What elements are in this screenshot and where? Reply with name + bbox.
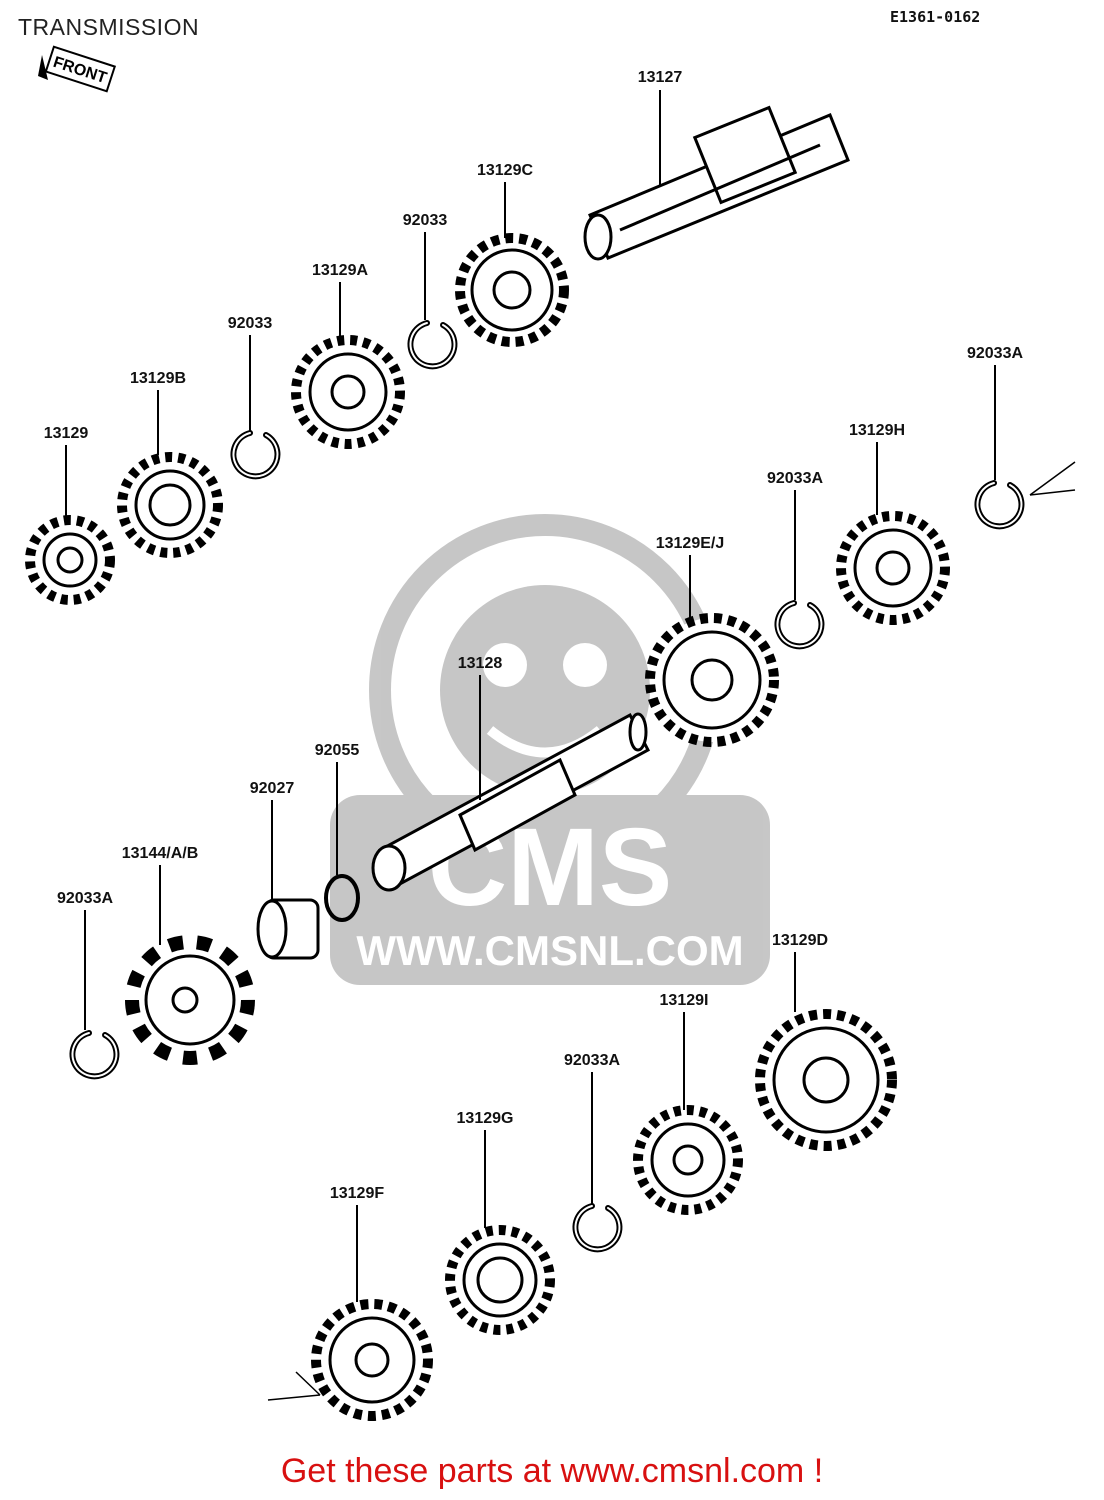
part-labels: 13127 13129C 92033 13129A 92033 13129B 1… (44, 69, 1024, 1202)
circlip-92033a-lower-right[interactable] (575, 1206, 619, 1249)
part-label[interactable]: 13129D (772, 932, 828, 949)
circlip-92033a-lower-left[interactable] (72, 1033, 116, 1076)
circlip-92033a-upper-right[interactable] (977, 483, 1021, 526)
part-label[interactable]: 92033 (403, 212, 448, 229)
part-label[interactable]: 13129C (477, 162, 533, 179)
circlip-92033a-middle[interactable] (777, 603, 821, 646)
part-label[interactable]: 92055 (315, 742, 360, 759)
circlip-92033-lower[interactable] (233, 433, 277, 476)
sprocket-13144ab[interactable] (125, 935, 255, 1065)
footer-cta-link[interactable]: Get these parts at www.cmsnl.com ! (280, 1452, 824, 1490)
part-label[interactable]: 13129I (660, 992, 709, 1009)
o-ring-92055[interactable] (324, 874, 360, 922)
page-title: TRANSMISSION (18, 14, 200, 40)
part-label[interactable]: 13129F (330, 1185, 384, 1202)
gear-13129[interactable] (25, 515, 115, 605)
part-label[interactable]: 92033A (57, 890, 113, 907)
circlip-92033-upper[interactable] (410, 323, 454, 366)
part-label[interactable]: 13129A (312, 262, 368, 279)
collar-92027[interactable] (256, 898, 320, 960)
gear-13129i[interactable] (633, 1105, 743, 1215)
gear-13129g[interactable] (445, 1225, 555, 1335)
part-label[interactable]: 13128 (458, 655, 503, 672)
part-label[interactable]: 92033A (564, 1052, 620, 1069)
direction-marker-left (267, 1371, 321, 1401)
diagram-code: E1361-0162 (890, 8, 981, 26)
part-label[interactable]: 13129 (44, 425, 89, 442)
gear-13129b[interactable] (117, 452, 223, 558)
watermark-url: WWW.CMSNL.COM (356, 927, 743, 974)
gear-13129ej[interactable] (645, 613, 779, 747)
part-label[interactable]: 13127 (638, 69, 683, 86)
part-label[interactable]: 92027 (250, 780, 295, 797)
cms-watermark: CMS WWW.CMSNL.COM (330, 514, 770, 985)
part-label[interactable]: 92033A (767, 470, 823, 487)
gear-13129h[interactable] (836, 511, 950, 625)
gear-13129a[interactable] (291, 335, 405, 449)
part-label[interactable]: 13129E/J (656, 535, 725, 552)
direction-marker-right (1029, 461, 1076, 496)
shaft-13127[interactable] (583, 105, 850, 261)
gear-13129d[interactable] (755, 1009, 897, 1151)
part-label[interactable]: 13129B (130, 370, 186, 387)
shaft-13128[interactable] (371, 712, 651, 892)
gear-13129c[interactable] (455, 233, 569, 347)
gear-13129f[interactable] (311, 1299, 433, 1421)
part-label[interactable]: 92033 (228, 315, 273, 332)
leader-lines (65, 90, 996, 1302)
part-label[interactable]: 13129G (457, 1110, 514, 1127)
front-direction-arrow: FRONT (38, 45, 117, 93)
part-label[interactable]: 13129H (849, 422, 905, 439)
part-label[interactable]: 13144/A/B (122, 845, 199, 862)
part-label[interactable]: 92033A (967, 345, 1023, 362)
